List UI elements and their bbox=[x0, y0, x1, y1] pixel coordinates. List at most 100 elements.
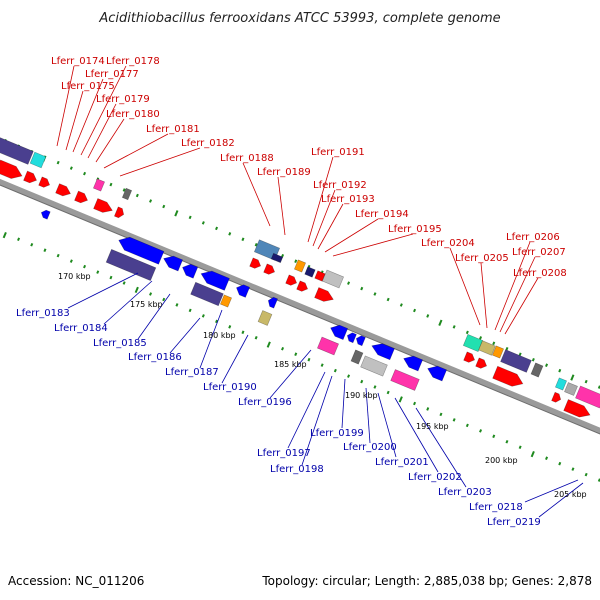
gene-feature bbox=[118, 236, 165, 265]
gene-feature-shape bbox=[346, 332, 357, 344]
gene-feature-shape bbox=[371, 343, 395, 361]
gene-feature-shape bbox=[390, 369, 420, 391]
leader-line-top bbox=[307, 156, 334, 243]
gene-feature bbox=[190, 281, 224, 307]
gene-feature-shape bbox=[463, 351, 476, 363]
scale-label-185: 185 kbp bbox=[274, 360, 307, 369]
gene-feature-shape bbox=[23, 170, 37, 184]
gene-feature-shape bbox=[530, 362, 544, 378]
tick-mark bbox=[109, 275, 113, 280]
gene-feature bbox=[40, 209, 51, 220]
genome-backbone-edge bbox=[0, 184, 600, 435]
leader-line-top bbox=[312, 189, 336, 247]
tick-marks-bottom bbox=[2, 232, 600, 482]
scale-label-190: 190 kbp bbox=[345, 391, 378, 400]
gene-feature-shape bbox=[200, 270, 230, 291]
gene-feature-shape bbox=[462, 334, 484, 352]
tick-mark bbox=[2, 232, 7, 239]
tick-mark bbox=[452, 418, 456, 422]
gene-feature-shape bbox=[163, 255, 184, 272]
gene-label-lferr-0184: Lferr_0184 bbox=[54, 323, 108, 334]
gene-feature bbox=[360, 355, 388, 377]
gene-label-lferr-0179: Lferr_0179 bbox=[96, 94, 150, 105]
tick-mark bbox=[149, 292, 153, 296]
gene-feature-shape bbox=[554, 377, 568, 391]
gene-feature bbox=[304, 266, 316, 278]
gene-feature bbox=[427, 365, 448, 382]
gene-feature bbox=[563, 399, 591, 418]
leader-line-top bbox=[56, 65, 75, 147]
gene-feature bbox=[236, 284, 251, 298]
tick-mark bbox=[175, 303, 179, 307]
tick-mark bbox=[360, 286, 364, 291]
tick-mark bbox=[347, 281, 351, 285]
gene-label-lferr-0219: Lferr_0219 bbox=[487, 517, 541, 528]
leader-line-top bbox=[242, 162, 271, 227]
tick-mark bbox=[492, 341, 496, 346]
scale-labels: 170 kbp 175 kbp 180 kbp 185 kbp 190 kbp … bbox=[58, 272, 587, 499]
tick-mark bbox=[531, 357, 535, 362]
tick-mark bbox=[228, 325, 232, 329]
gene-feature bbox=[267, 296, 279, 309]
gene-label-lferr-0206: Lferr_0206 bbox=[506, 232, 560, 243]
gene-label-lferr-0177: Lferr_0177 bbox=[85, 69, 139, 80]
gene-feature-shape bbox=[0, 137, 34, 165]
gene-feature bbox=[314, 287, 334, 302]
tick-mark bbox=[386, 390, 390, 395]
gene-label-lferr-0218: Lferr_0218 bbox=[469, 502, 523, 513]
gene-label-lferr-0174: Lferr_0174 bbox=[51, 56, 105, 67]
gene-label-lferr-0199: Lferr_0199 bbox=[310, 428, 364, 439]
leader-line-bottom bbox=[365, 387, 371, 444]
gene-feature bbox=[355, 335, 366, 347]
gene-feature bbox=[23, 170, 37, 184]
gene-features bbox=[0, 137, 600, 418]
tick-mark bbox=[518, 445, 522, 450]
gene-feature-shape bbox=[29, 151, 47, 169]
tick-mark bbox=[479, 336, 483, 340]
gene-label-lferr-0178: Lferr_0178 bbox=[106, 56, 160, 67]
tick-mark bbox=[439, 412, 443, 417]
tick-mark bbox=[134, 286, 139, 294]
leader-line-top bbox=[449, 247, 481, 326]
leader-line-top bbox=[494, 241, 531, 331]
tick-mark bbox=[373, 385, 377, 389]
tick-mark bbox=[465, 330, 469, 335]
tick-mark bbox=[241, 330, 245, 335]
tick-mark bbox=[320, 363, 324, 367]
gene-feature-shape bbox=[270, 252, 284, 264]
genome-backbone bbox=[0, 178, 600, 435]
gene-label-lferr-0189: Lferr_0189 bbox=[257, 167, 311, 178]
tick-mark bbox=[570, 374, 575, 381]
tick-mark bbox=[96, 270, 100, 274]
leader-line-top bbox=[317, 203, 344, 250]
tick-mark bbox=[597, 478, 600, 482]
leader-line-top bbox=[332, 233, 414, 257]
gene-feature-shape bbox=[314, 270, 326, 282]
gene-feature bbox=[463, 351, 476, 363]
scale-label-170: 170 kbp bbox=[58, 272, 91, 281]
gene-label-lferr-0203: Lferr_0203 bbox=[438, 487, 492, 498]
gene-feature bbox=[105, 248, 157, 282]
gene-label-lferr-0198: Lferr_0198 bbox=[270, 464, 324, 475]
scale-label-175: 175 kbp bbox=[130, 300, 163, 309]
leader-line-bottom bbox=[103, 280, 153, 325]
tick-mark bbox=[162, 297, 166, 302]
leader-line-top bbox=[119, 147, 201, 177]
gene-label-lferr-0190: Lferr_0190 bbox=[203, 382, 257, 393]
tick-mark bbox=[465, 423, 469, 428]
gene-feature bbox=[38, 176, 51, 188]
gene-feature bbox=[491, 345, 505, 359]
tick-mark bbox=[135, 193, 139, 198]
gene-feature bbox=[314, 270, 326, 282]
gene-label-lferr-0200: Lferr_0200 bbox=[343, 442, 397, 453]
gene-feature-shape bbox=[478, 340, 496, 356]
gene-labels-bottom: Lferr_0183 Lferr_0184 Lferr_0185 Lferr_0… bbox=[16, 308, 541, 528]
gene-feature bbox=[530, 362, 544, 378]
gene-feature bbox=[219, 294, 233, 308]
tick-mark bbox=[215, 319, 219, 324]
tick-mark bbox=[69, 166, 73, 170]
tick-mark bbox=[281, 346, 285, 351]
tick-mark bbox=[201, 221, 205, 225]
gene-feature-shape bbox=[40, 209, 51, 220]
leader-line-top bbox=[80, 65, 127, 156]
